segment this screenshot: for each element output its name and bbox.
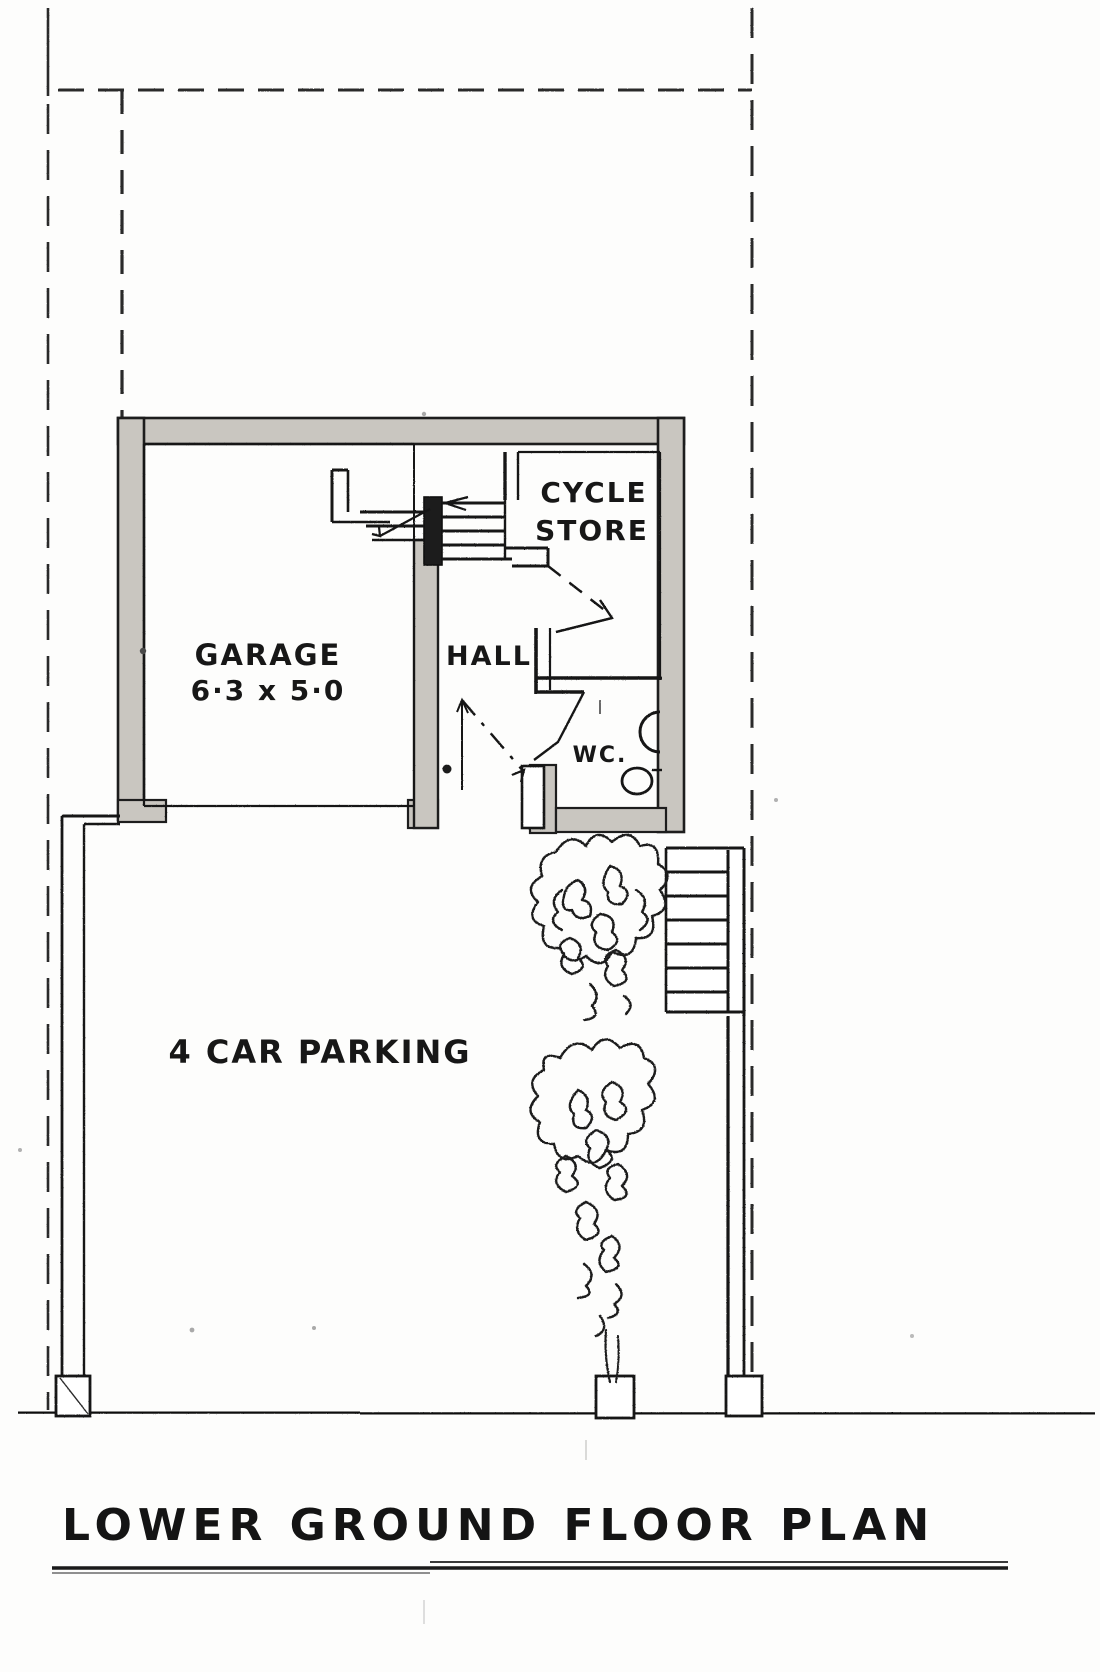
cycle-store-room (518, 450, 662, 680)
cycle-store-label-line2: STORE (535, 514, 649, 547)
room-labels: GARAGE 6·3 x 5·0 CYCLE STORE HALL WC. 4 … (168, 476, 649, 1071)
building-outer-walls (116, 416, 686, 835)
title-block: LOWER GROUND FLOOR PLAN (52, 1500, 1008, 1574)
wc-label: WC. (573, 743, 628, 768)
hall-area (456, 565, 662, 830)
garage-room (139, 442, 452, 818)
garage-label: GARAGE (195, 638, 342, 672)
planting-shrubs (529, 833, 669, 1384)
wc-fittings (599, 700, 662, 796)
car-parking-court (60, 814, 746, 1386)
cycle-store-label-line1: CYCLE (540, 476, 647, 509)
ground-line (18, 1410, 1095, 1416)
hall-label: HALL (446, 641, 532, 672)
internal-staircase (330, 452, 550, 568)
plan-title: LOWER GROUND FLOOR PLAN (62, 1500, 935, 1551)
scan-artifacts (18, 411, 914, 1624)
car-parking-label: 4 CAR PARKING (168, 1033, 471, 1071)
external-steps (664, 846, 746, 1016)
garage-dimensions: 6·3 x 5·0 (191, 674, 346, 707)
site-boundary-dashed (46, 8, 754, 1412)
gate-posts (54, 1374, 764, 1420)
